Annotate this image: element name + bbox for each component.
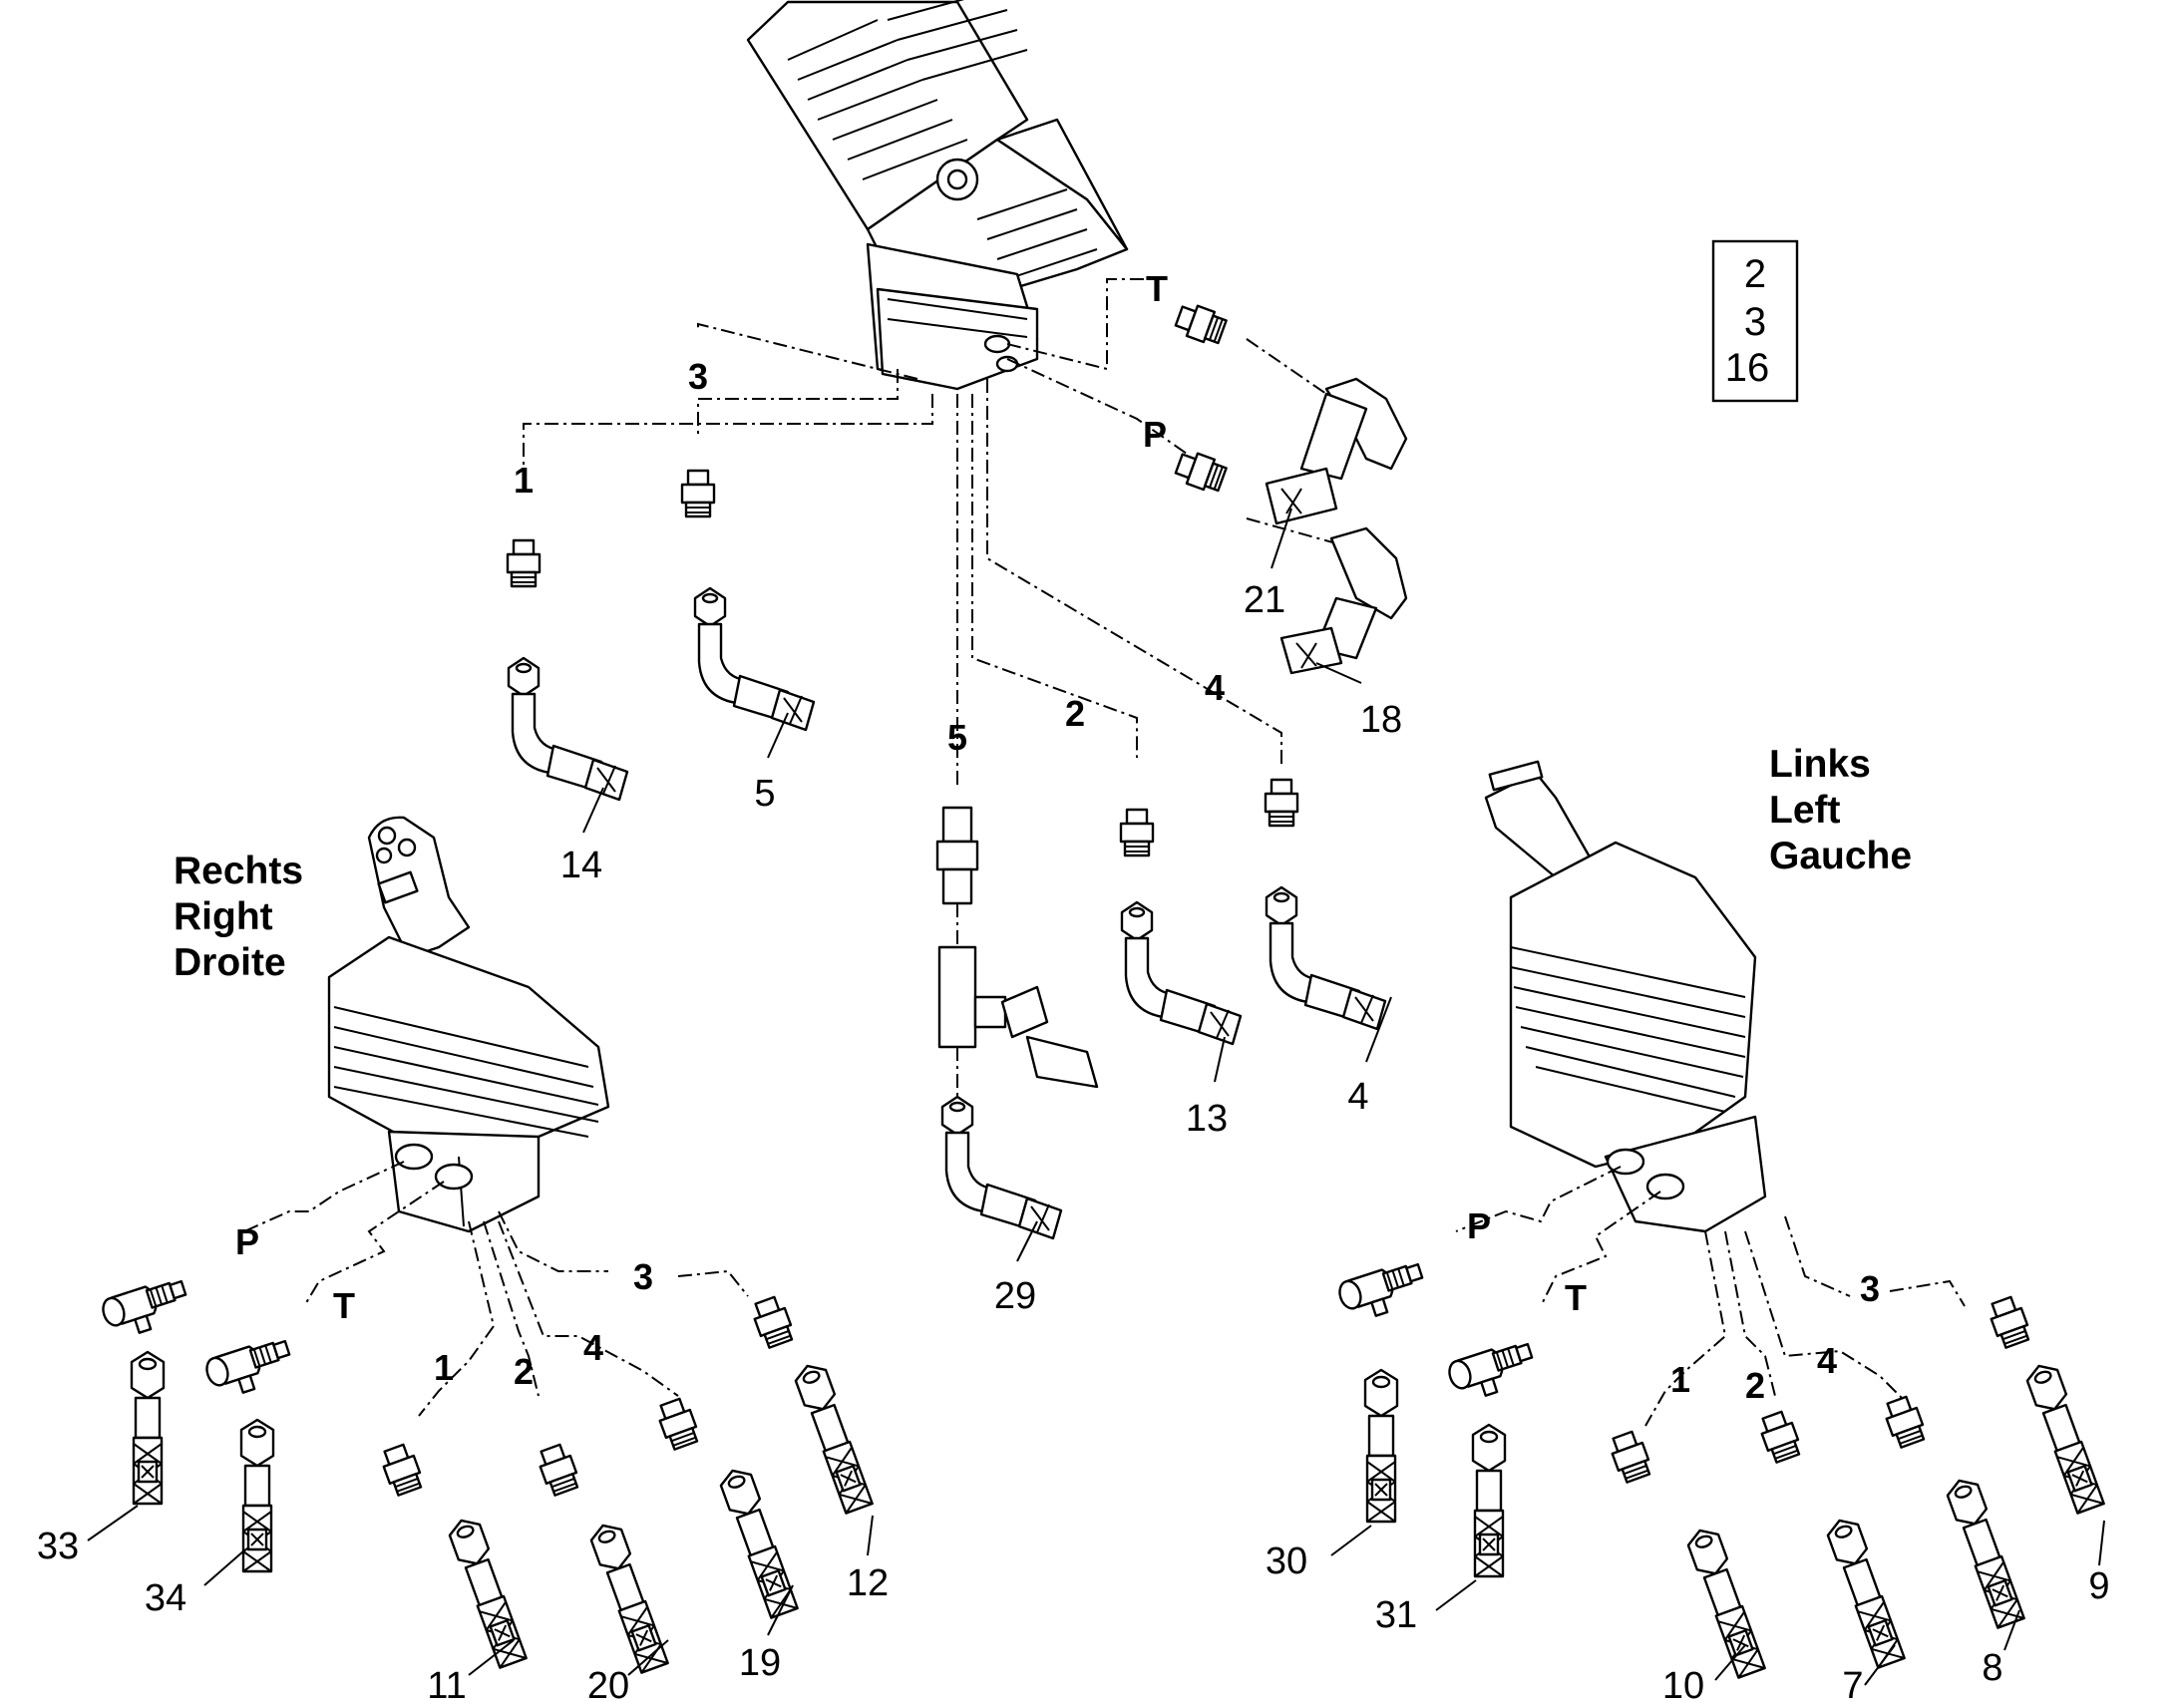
pedal-leaders xyxy=(582,508,1392,1262)
right-connection-lines xyxy=(243,1161,749,1417)
part-number-11: 11 xyxy=(427,1665,466,1707)
ref-16: 16 xyxy=(1725,346,1770,390)
part-number-19: 19 xyxy=(739,1642,781,1684)
left-connection-lines xyxy=(1455,1166,1966,1427)
part-number-12: 12 xyxy=(847,1562,889,1604)
right-part-numbers: 33 34 11 20 19 12 xyxy=(37,1526,889,1707)
part-number-20: 20 xyxy=(587,1665,629,1707)
pedal-port-p: P xyxy=(1143,414,1167,455)
left-port-3: 3 xyxy=(1860,1268,1880,1309)
ref-2: 2 xyxy=(1744,252,1766,296)
left-port-2: 2 xyxy=(1745,1365,1765,1406)
right-port-3: 3 xyxy=(633,1256,653,1297)
right-leaders xyxy=(87,1505,874,1676)
part-number-9: 9 xyxy=(2088,1565,2109,1607)
right-port-4: 4 xyxy=(583,1327,603,1368)
right-side-label: Rechts Right Droite xyxy=(174,850,303,984)
pedal-port-t: T xyxy=(1146,268,1168,309)
pedal-fitting-3 xyxy=(680,469,816,732)
right-port-2: 2 xyxy=(514,1351,534,1392)
left-joystick xyxy=(1484,760,1767,1233)
ref-3: 3 xyxy=(1744,300,1766,344)
pedal-connection-lines xyxy=(523,278,1337,788)
right-label-fr: Droite xyxy=(174,941,286,984)
left-port-p: P xyxy=(1467,1205,1491,1246)
reference-box: 2 3 16 xyxy=(1711,239,1799,403)
left-port-1: 1 xyxy=(1670,1359,1690,1400)
pedal-fitting-1 xyxy=(506,538,629,802)
left-port-4: 4 xyxy=(1817,1340,1837,1381)
part-number-10: 10 xyxy=(1662,1665,1704,1707)
part-number-13: 13 xyxy=(1186,1098,1228,1140)
pedal-port-1: 1 xyxy=(514,460,534,501)
part-number-5: 5 xyxy=(754,773,775,815)
pedal-port-5: 5 xyxy=(947,717,967,758)
left-label-en: Left xyxy=(1769,789,1841,832)
left-part-numbers: 30 31 10 7 8 9 xyxy=(1266,1540,2110,1707)
left-port-t: T xyxy=(1565,1277,1587,1318)
pedal-fitting-2 xyxy=(1119,808,1243,1046)
pedal-part-numbers: 21 18 5 14 13 4 29 xyxy=(560,579,1402,1317)
pedal-port-4: 4 xyxy=(1205,667,1225,708)
left-port-labels: P T 3 1 2 4 xyxy=(1467,1205,1880,1406)
part-number-34: 34 xyxy=(145,1577,186,1619)
right-port-p: P xyxy=(235,1221,259,1262)
right-label-en: Right xyxy=(174,895,273,938)
pedal-port-3: 3 xyxy=(688,356,708,397)
part-number-7: 7 xyxy=(1842,1665,1863,1707)
left-side-label: Links Left Gauche xyxy=(1769,743,1912,877)
right-port-1: 1 xyxy=(434,1347,454,1388)
part-number-29: 29 xyxy=(994,1275,1036,1317)
pedal-fitting-4 xyxy=(1264,778,1387,1031)
pedal-fitting-5 xyxy=(935,806,1099,1240)
left-leaders xyxy=(1330,1520,2105,1686)
part-number-18: 18 xyxy=(1360,699,1402,741)
right-label-de: Rechts xyxy=(174,850,303,892)
part-number-33: 33 xyxy=(37,1526,79,1567)
left-fittings xyxy=(1334,1257,2107,1680)
right-joystick xyxy=(327,816,610,1233)
left-label-fr: Gauche xyxy=(1769,835,1912,877)
right-port-labels: P T 3 1 2 4 xyxy=(235,1221,653,1392)
part-number-31: 31 xyxy=(1375,1594,1417,1636)
pedal-port-2: 2 xyxy=(1065,693,1085,734)
part-number-30: 30 xyxy=(1266,1540,1307,1582)
part-number-8: 8 xyxy=(1982,1647,2002,1689)
part-number-4: 4 xyxy=(1347,1076,1368,1118)
foot-pedal-valve xyxy=(746,0,1129,391)
pedal-fittings-tp xyxy=(1172,299,1408,675)
part-number-14: 14 xyxy=(560,845,602,886)
left-label-de: Links xyxy=(1769,743,1871,786)
pedal-port-labels: T P 3 1 5 2 4 xyxy=(514,268,1225,758)
right-port-t: T xyxy=(333,1285,355,1326)
part-number-21: 21 xyxy=(1244,579,1285,621)
